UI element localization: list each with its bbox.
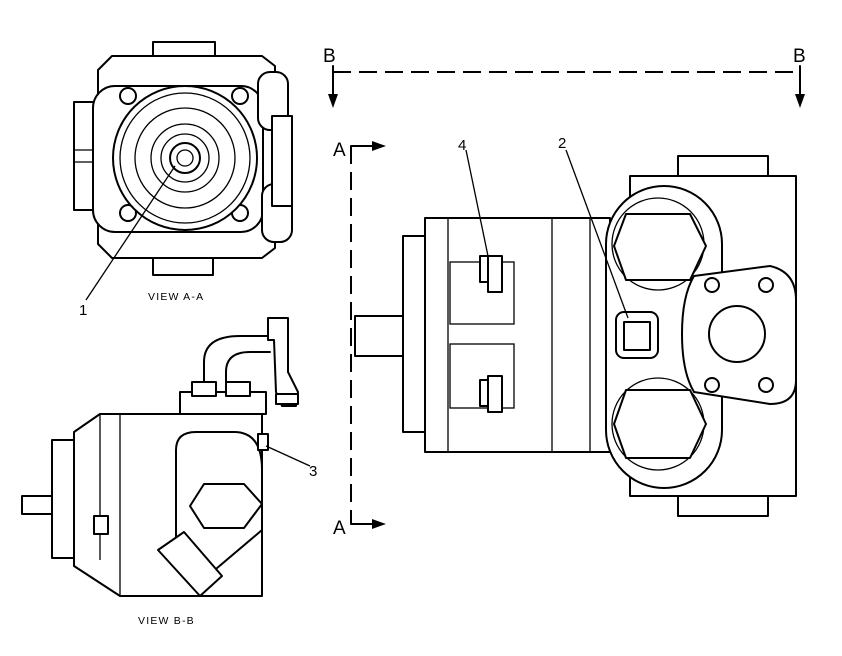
callout-2: 2 — [558, 135, 566, 152]
view-aa-drawing — [73, 41, 293, 301]
view-aa-caption: VIEW A-A — [148, 291, 204, 303]
view-bb-drawing — [21, 317, 311, 597]
view-bb-caption: VIEW B-B — [138, 615, 195, 627]
callout-1: 1 — [79, 302, 87, 319]
section-lines — [328, 65, 805, 529]
callout-4: 4 — [458, 137, 466, 154]
callout-3: 3 — [309, 463, 317, 480]
section-label-b-left: B — [323, 46, 336, 67]
section-label-a-bottom: A — [333, 518, 346, 539]
main-view-drawing — [354, 149, 797, 517]
section-label-b-right: B — [793, 46, 806, 67]
section-label-a-top: A — [333, 140, 346, 161]
